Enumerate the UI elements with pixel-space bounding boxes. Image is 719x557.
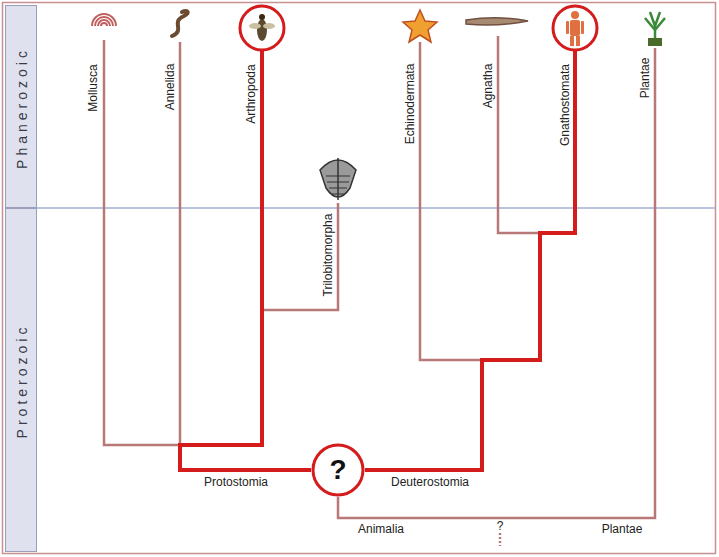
insect-icon [249, 14, 275, 41]
question-mark: ? [311, 443, 365, 497]
lamprey-icon [466, 18, 528, 25]
thin-branches [104, 36, 655, 546]
era-label: Phanerozoic [14, 47, 30, 169]
era-band: Proterozoic [5, 208, 37, 552]
frame [3, 3, 716, 554]
trilobite-icon [320, 158, 356, 200]
taxon-label: Arthropoda [244, 64, 258, 123]
clade-label: Protostomia [204, 475, 268, 489]
uncertainty-mark: ? [497, 519, 504, 533]
taxon-label: Plantae [638, 58, 652, 99]
human-icon [566, 11, 584, 46]
taxon-label: Echinodermata [403, 64, 417, 145]
starfish-icon [403, 10, 437, 42]
highlight-ring [553, 6, 597, 50]
taxon-label: Gnathostomata [558, 64, 572, 146]
worm-icon [172, 11, 188, 36]
highlight-ring [240, 6, 284, 50]
highlight-branches [180, 51, 575, 470]
era-label: Proterozoic [14, 324, 30, 439]
era-band: Phanerozoic [5, 5, 37, 208]
taxon-label: Agnatha [481, 64, 495, 109]
kingdom-label: Plantae [602, 522, 643, 536]
kingdom-label: Animalia [358, 522, 404, 536]
taxon-label: Trilobitomorpha [321, 214, 335, 297]
mollusc-icon [92, 14, 116, 26]
taxon-label: Annelida [163, 64, 177, 111]
plant-icon [645, 12, 665, 46]
unknown-ancestor-circle: ? [311, 443, 365, 497]
taxon-label: Mollusca [86, 64, 100, 111]
clade-label: Deuterostomia [391, 475, 469, 489]
era-boundary [37, 207, 715, 209]
